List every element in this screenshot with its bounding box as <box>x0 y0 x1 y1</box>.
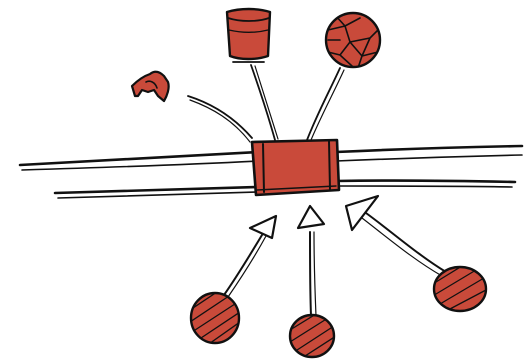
main-line-lower-2 <box>57 185 513 199</box>
connector-ball-2 <box>310 69 345 141</box>
connector-pin-mid <box>309 231 312 317</box>
cylinder-body <box>225 7 272 61</box>
main-line-upper <box>18 144 524 167</box>
top-connectors <box>187 64 345 143</box>
connector-cylinder-2 <box>254 65 279 140</box>
bird-wing <box>145 80 158 89</box>
cylinder-band <box>228 29 269 33</box>
pin-right-triangle <box>344 194 380 232</box>
connector-pin-mid-2 <box>313 231 317 317</box>
connector-pin-left-2 <box>227 235 267 298</box>
main-line-lower <box>53 179 517 195</box>
pin-middle-icon <box>288 204 336 359</box>
cluster-ball-cells <box>327 14 380 67</box>
central-hub <box>250 138 341 197</box>
central-hub-edge-bottom <box>256 185 337 191</box>
central-hub-edge-right <box>328 140 331 191</box>
connector-cylinder <box>250 64 276 141</box>
connector-bird <box>187 95 253 139</box>
connector-bird-2 <box>189 99 251 143</box>
bird-icon <box>130 70 170 103</box>
connector-ball <box>306 67 341 141</box>
connector-pin-right-2 <box>361 217 443 277</box>
connector-pin-right <box>365 212 447 273</box>
connector-pin-left <box>223 234 263 296</box>
bird-body <box>130 70 170 103</box>
pin-middle-ball <box>288 313 336 359</box>
pin-left-triangle <box>248 214 278 240</box>
cylinder-top-rim <box>227 17 270 22</box>
cluster-ball-icon <box>324 11 382 69</box>
cylinder-icon <box>225 7 272 63</box>
bottom-connectors <box>223 212 447 317</box>
central-hub-edge-left <box>262 143 265 193</box>
pin-left-icon <box>189 214 278 345</box>
main-line-upper-2 <box>21 154 523 171</box>
pin-right-icon <box>344 194 488 313</box>
main-line-group <box>18 144 524 199</box>
central-hub-box <box>250 138 341 197</box>
pin-middle-triangle <box>296 204 326 230</box>
